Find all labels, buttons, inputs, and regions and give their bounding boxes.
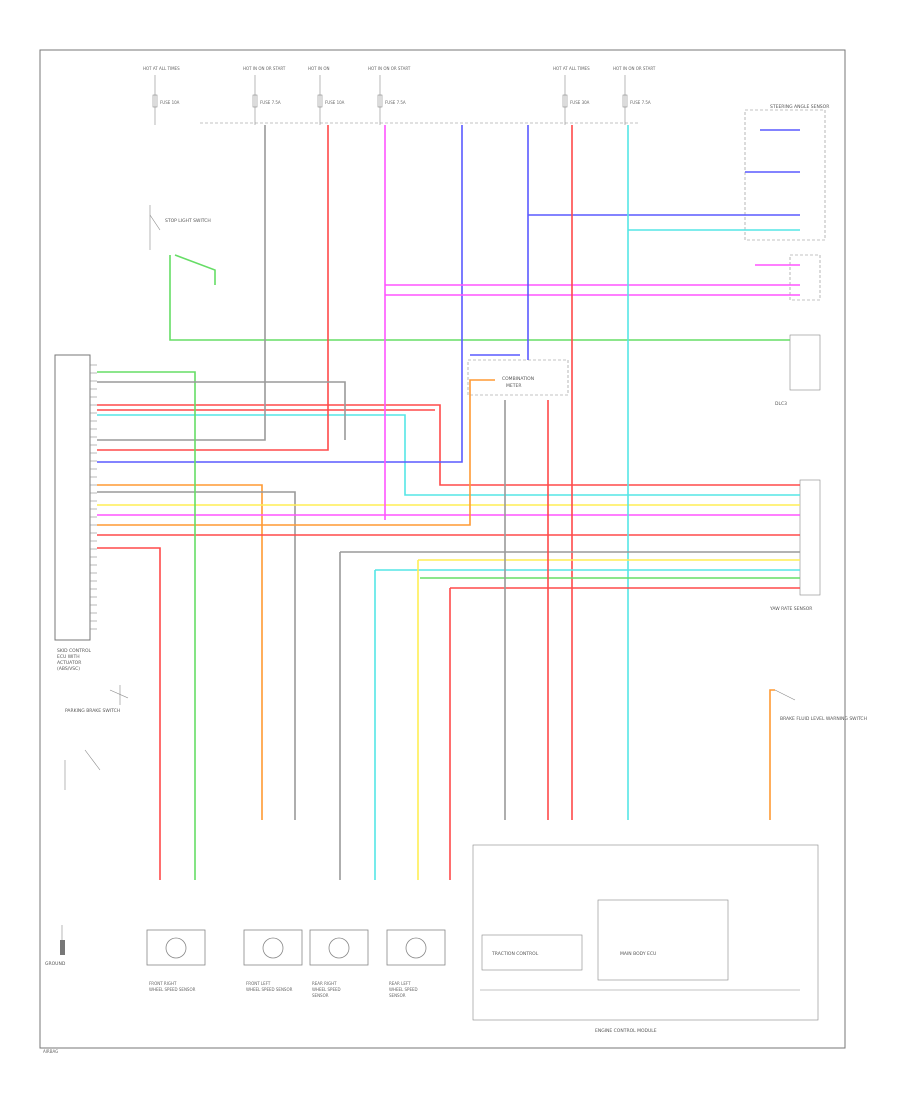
right-connector-4: YAW RATE SENSOR — [769, 479, 821, 612]
wire-red — [97, 404, 800, 486]
fuse-rating: FUSE 10A — [325, 100, 345, 105]
fuse-icon — [622, 94, 628, 108]
fuse-icon — [562, 94, 568, 108]
sensor-label: SENSOR — [389, 993, 406, 998]
sensor-label: WHEEL SPEED — [389, 987, 418, 992]
fuse-label: HOT IN ON OR START — [368, 66, 411, 71]
wire-green — [97, 371, 196, 880]
top-fuses: HOT AT ALL TIMES FUSE 10A HOT IN ON OR STA… — [143, 66, 656, 125]
wire-cyan — [374, 569, 800, 880]
wire-red — [97, 125, 329, 451]
fuse-icon — [252, 94, 258, 108]
sensor-coil — [165, 937, 187, 959]
fuse-rating: FUSE 7.5A — [630, 100, 651, 105]
engine-control-module: TRACTION CONTROL MAIN BODY ECU ENGINE CO… — [472, 844, 819, 1034]
wire-gray — [97, 491, 296, 820]
sensor-label: WHEEL SPEED SENSOR — [246, 987, 293, 992]
diagram-frame — [39, 49, 846, 1049]
fuse-rating: FUSE 7.5A — [385, 100, 406, 105]
fuse-label: HOT AT ALL TIMES — [553, 66, 590, 71]
wire-gray — [339, 551, 800, 880]
fuse-rating: FUSE 10A — [160, 100, 180, 105]
svg-text:BRAKE FLUID LEVEL WARNING SWIT: BRAKE FLUID LEVEL WARNING SWITCH — [780, 716, 867, 722]
sensor-label: SENSOR — [312, 993, 329, 998]
right-connector-2 — [789, 254, 821, 301]
ecu-pin-ticks — [90, 364, 97, 630]
wire-red — [97, 547, 161, 880]
svg-text:STOP LIGHT SWITCH: STOP LIGHT SWITCH — [165, 218, 211, 224]
wire-gray — [97, 125, 266, 441]
wire-yellow — [417, 559, 800, 880]
wire-green — [174, 254, 216, 285]
brake-fluid-switch — [64, 749, 101, 790]
brake-fluid-level-switch: BRAKE FLUID LEVEL WARNING SWITCH — [774, 689, 867, 722]
sensor-label: FRONT LEFT — [246, 981, 271, 986]
ecu-label-1: SKID CONTROL — [57, 648, 91, 654]
wire-orange — [97, 484, 263, 820]
right-connector-1: STEERING ANGLE SENSOR — [744, 104, 829, 241]
svg-text:MAIN BODY ECU: MAIN BODY ECU — [620, 951, 656, 957]
sensor-label: WHEEL SPEED SENSOR — [149, 987, 196, 992]
wire-cyan — [97, 414, 800, 496]
sensor-label: REAR RIGHT — [312, 981, 337, 986]
fuse-label: HOT IN ON OR START — [243, 66, 286, 71]
wire-orange — [769, 689, 775, 820]
wire-blue — [97, 125, 463, 463]
right-connector-3: DLC3 — [775, 334, 821, 407]
wire-red — [449, 587, 800, 880]
ecu-label-4: (ABS/VSC) — [57, 666, 80, 672]
fuse-icon — [152, 94, 158, 108]
sensor-coil — [405, 937, 427, 959]
fuse-icon — [377, 94, 383, 108]
ecu-module — [54, 354, 91, 641]
svg-text:ENGINE CONTROL MODULE: ENGINE CONTROL MODULE — [595, 1028, 657, 1034]
fuse-label: HOT AT ALL TIMES — [143, 66, 180, 71]
fuse-rating: FUSE 7.5A — [260, 100, 281, 105]
fuse-rating: FUSE 30A — [570, 100, 590, 105]
svg-text:COMBINATION: COMBINATION — [502, 376, 534, 382]
ecu-label-3: ACTUATOR — [57, 660, 81, 666]
wire-green — [169, 255, 790, 341]
fuse-label: HOT IN ON — [308, 66, 329, 71]
fuse-icon — [317, 94, 323, 108]
sensor-label: REAR LEFT — [389, 981, 411, 986]
svg-text:DLC3: DLC3 — [775, 401, 787, 407]
sensor-coil — [262, 937, 284, 959]
ground-symbol: GROUND — [45, 925, 66, 967]
combination-meter: COMBINATION METER — [467, 359, 569, 396]
svg-text:STEERING ANGLE SENSOR: STEERING ANGLE SENSOR — [770, 104, 829, 110]
sensor-body — [309, 929, 369, 966]
sensor-coil — [328, 937, 350, 959]
svg-text:PARKING BRAKE SWITCH: PARKING BRAKE SWITCH — [65, 708, 120, 714]
sensor-label: FRONT RIGHT — [149, 981, 177, 986]
sensor-body — [243, 929, 303, 966]
footer-code: AIRBAG — [43, 1049, 58, 1054]
svg-text:TRACTION CONTROL: TRACTION CONTROL — [491, 951, 539, 957]
sensor-body — [146, 929, 206, 966]
svg-text:METER: METER — [506, 383, 521, 389]
svg-text:YAW RATE SENSOR: YAW RATE SENSOR — [769, 606, 812, 612]
fuse-label: HOT IN ON OR START — [613, 66, 656, 71]
wire-gray — [97, 381, 346, 440]
sensor-label: WHEEL SPEED — [312, 987, 341, 992]
sensor-body — [386, 929, 446, 966]
svg-text:GROUND: GROUND — [45, 961, 66, 967]
stop-light-switch: STOP LIGHT SWITCH — [149, 205, 211, 250]
wire-orange — [97, 379, 495, 526]
wires — [97, 125, 800, 880]
ecu-label-2: ECU WITH — [57, 654, 80, 660]
parking-brake-switch: PARKING BRAKE SWITCH — [65, 685, 129, 714]
